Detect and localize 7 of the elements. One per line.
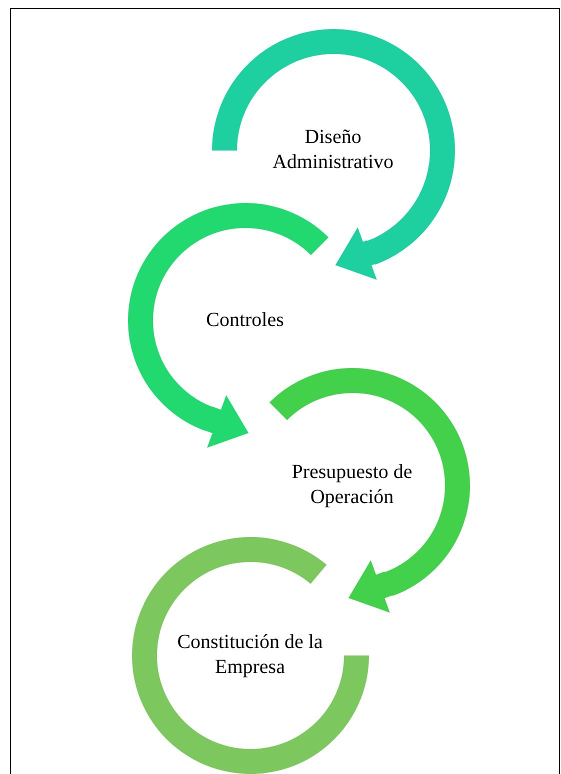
arrow (335, 227, 377, 280)
arrow (348, 560, 394, 613)
ring-label: Controles (206, 308, 284, 332)
ring-label: Presupuesto de Operación (290, 460, 414, 510)
arrow (204, 395, 249, 448)
ring-label: Constitución de la Empresa (176, 630, 324, 680)
ring-label: Diseño Administrativo (271, 125, 395, 175)
